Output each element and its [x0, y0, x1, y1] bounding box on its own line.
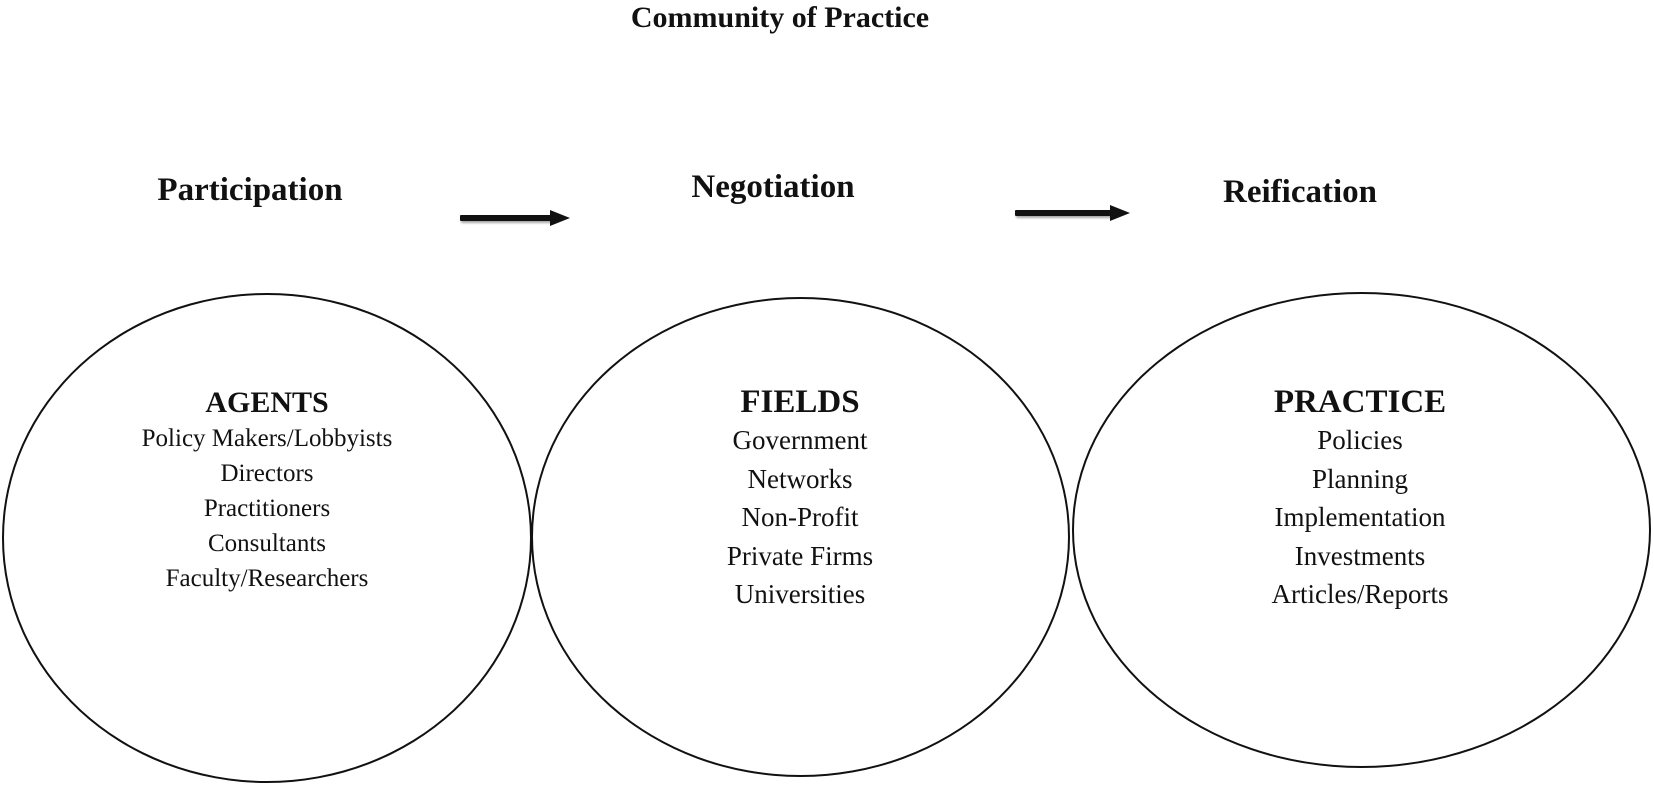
list-item: Practitioners: [203, 495, 331, 522]
list-item: Directors: [220, 460, 314, 487]
list-item: Planning: [1311, 463, 1408, 494]
fields-heading: FIELDS: [740, 384, 860, 420]
list-item: Universities: [734, 579, 866, 609]
agents-content: AGENTS Policy Makers/Lobbyists Directors…: [67, 385, 467, 596]
stage-label-negotiation: Negotiation: [691, 169, 855, 205]
list-item: Private Firms: [726, 540, 874, 571]
circle-practice: [1072, 292, 1651, 768]
arrow-head: [550, 210, 570, 226]
practice-heading: PRACTICE: [1273, 384, 1447, 420]
right-arrow-icon: [1015, 205, 1130, 221]
arrow-head: [1110, 205, 1130, 221]
practice-content: PRACTICE Policies Planning Implementatio…: [1160, 383, 1560, 614]
list-item: Non-Profit: [741, 502, 859, 532]
stage-label-reification: Reification: [1223, 174, 1377, 210]
list-item: Implementation: [1274, 502, 1446, 532]
arrow-shaft: [460, 215, 552, 221]
practice-list: Policies Planning Implementation Investm…: [1160, 421, 1560, 614]
fields-list: Government Networks Non-Profit Private F…: [600, 421, 1000, 614]
agents-heading: AGENTS: [205, 386, 329, 419]
agents-list: Policy Makers/Lobbyists Directors Practi…: [67, 421, 467, 596]
list-item: Consultants: [207, 530, 327, 557]
diagram-title: Community of Practice: [630, 1, 930, 34]
arrow-shaft: [1015, 210, 1112, 216]
stage-label-participation: Participation: [157, 172, 343, 208]
fields-content: FIELDS Government Networks Non-Profit Pr…: [600, 383, 1000, 614]
circle-fields: [531, 297, 1070, 777]
list-item: Faculty/Researchers: [165, 565, 369, 592]
list-item: Articles/Reports: [1271, 579, 1449, 609]
list-item: Policy Makers/Lobbyists: [141, 425, 393, 452]
list-item: Policies: [1317, 425, 1403, 455]
list-item: Investments: [1294, 540, 1426, 571]
list-item: Networks: [747, 463, 853, 494]
list-item: Government: [732, 425, 868, 455]
right-arrow-icon: [460, 210, 570, 226]
